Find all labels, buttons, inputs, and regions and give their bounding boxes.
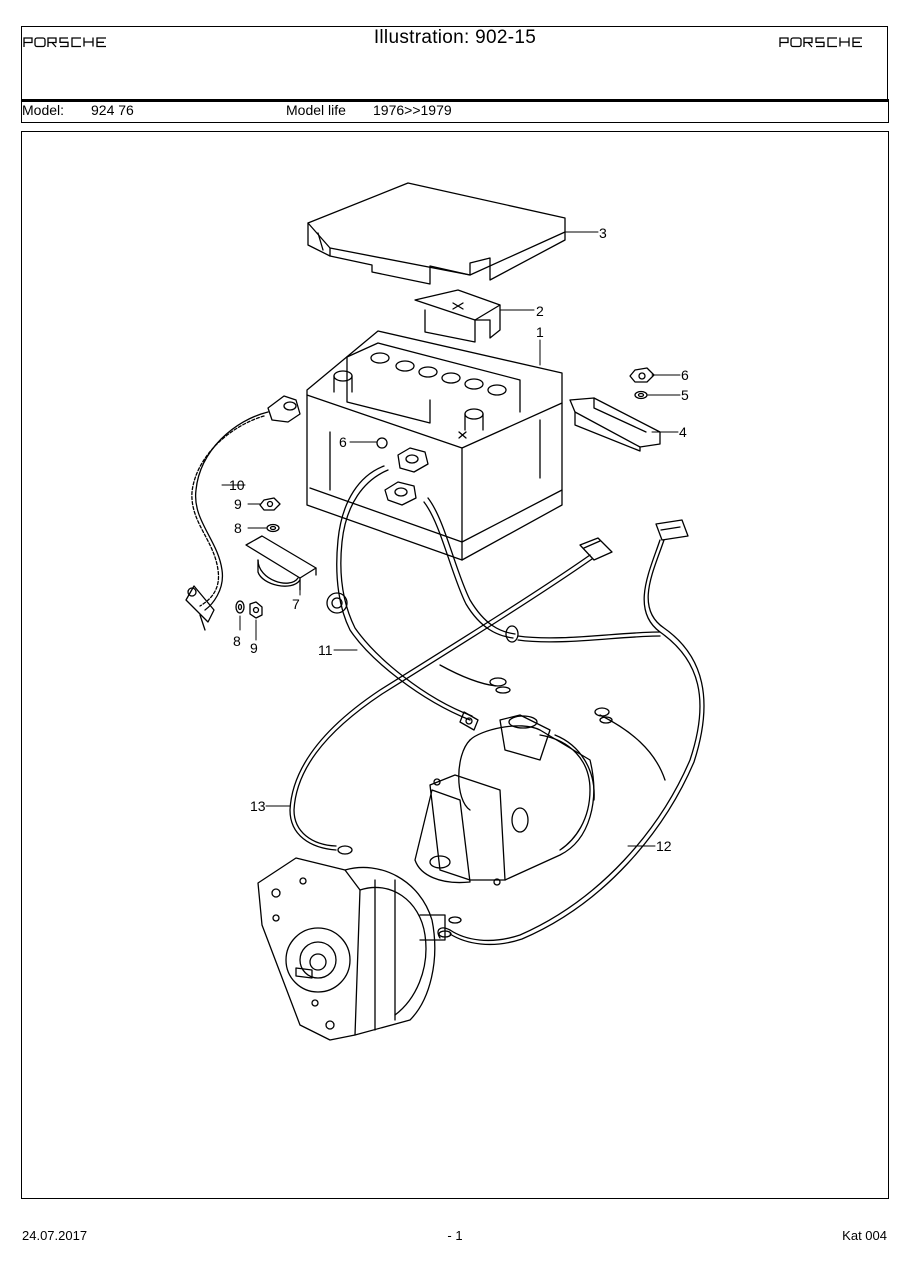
nut-washer-right bbox=[629, 367, 655, 400]
alternator-cable bbox=[289, 537, 613, 855]
battery-bracket bbox=[414, 289, 501, 343]
porsche-logo-right bbox=[779, 36, 881, 48]
callout-4: 4 bbox=[679, 424, 687, 440]
hold-down-bracket bbox=[569, 397, 661, 452]
nut-washer-left bbox=[235, 497, 281, 619]
callout-5: 5 bbox=[681, 387, 689, 403]
callout-9-lower: 9 bbox=[250, 640, 258, 656]
starter-cable bbox=[423, 497, 661, 643]
starter-motor bbox=[414, 714, 595, 886]
battery-cover bbox=[307, 182, 566, 285]
terminal-cover bbox=[245, 535, 317, 591]
wiring-harness bbox=[437, 519, 705, 946]
page-number: - 1 bbox=[447, 1228, 463, 1243]
callout-6-left: 6 bbox=[339, 434, 347, 450]
model-row bbox=[21, 102, 889, 123]
model-life-value: 1976>>1979 bbox=[373, 102, 452, 118]
battery-cable bbox=[326, 465, 511, 731]
header-box bbox=[21, 26, 888, 100]
callout-8-upper: 8 bbox=[234, 520, 242, 536]
callout-labels: 3 2 1 6 5 4 6 10 9 8 7 8 9 11 12 13 bbox=[229, 225, 689, 854]
illustration-frame bbox=[21, 131, 889, 1199]
illustration-title: Illustration: 902-15 bbox=[373, 27, 537, 48]
callout-1: 1 bbox=[536, 324, 544, 340]
callout-13: 13 bbox=[250, 798, 266, 814]
model-label: Model: bbox=[22, 102, 65, 118]
catalog-number: Kat 004 bbox=[842, 1228, 887, 1243]
battery bbox=[306, 330, 563, 561]
callout-10: 10 bbox=[229, 477, 245, 493]
battery-terminal-clamps bbox=[384, 447, 429, 506]
ground-cable bbox=[185, 395, 301, 631]
model-life-label: Model life bbox=[286, 102, 346, 118]
callout-7: 7 bbox=[292, 596, 300, 612]
callout-11: 11 bbox=[318, 642, 333, 658]
callout-3: 3 bbox=[599, 225, 607, 241]
callout-2: 2 bbox=[536, 303, 544, 319]
header-divider bbox=[21, 99, 889, 102]
porsche-logo-left bbox=[23, 36, 125, 48]
print-date: 24.07.2017 bbox=[22, 1228, 88, 1243]
callout-12: 12 bbox=[656, 838, 672, 854]
alternator bbox=[257, 857, 446, 1041]
callout-6-right: 6 bbox=[681, 367, 689, 383]
callout-8-lower: 8 bbox=[233, 633, 241, 649]
callout-9-upper: 9 bbox=[234, 496, 242, 512]
callout-leaders bbox=[221, 231, 681, 847]
model-value: 924 76 bbox=[91, 102, 134, 118]
